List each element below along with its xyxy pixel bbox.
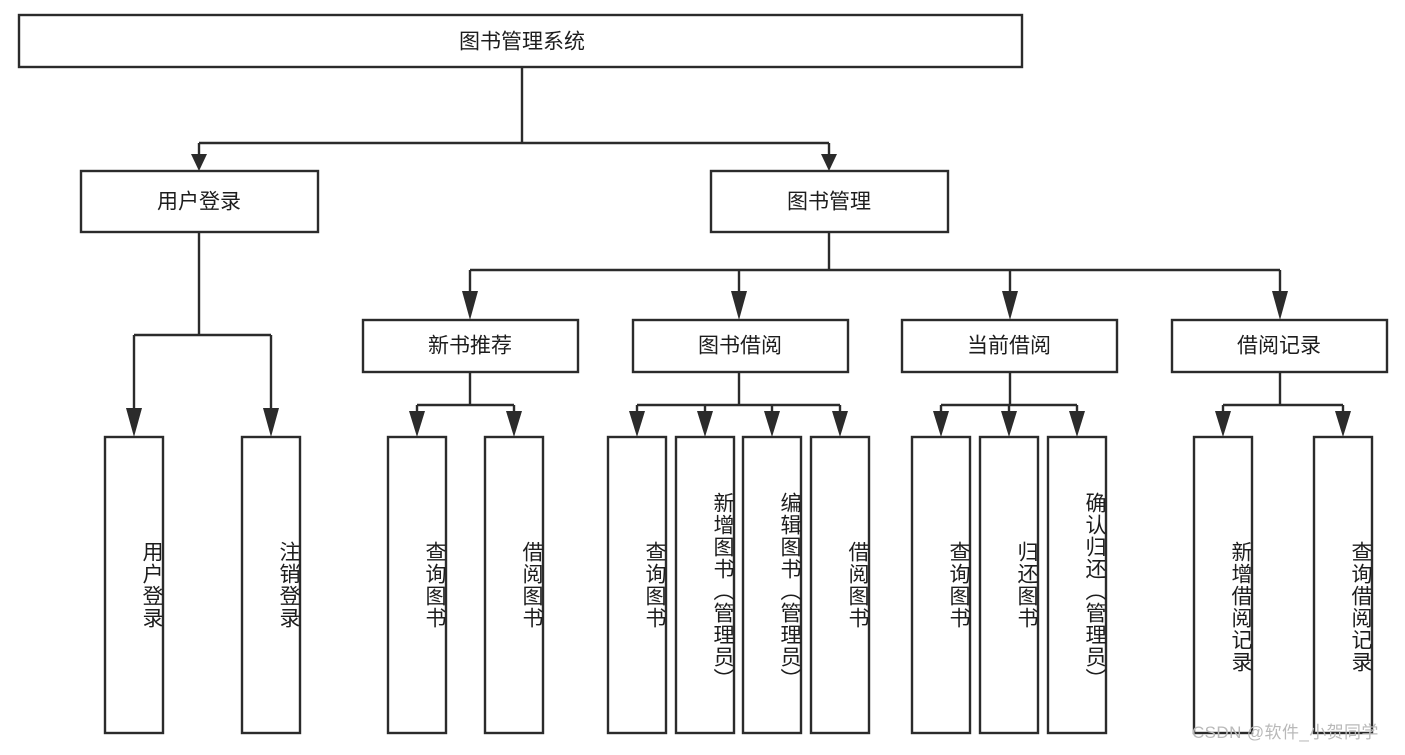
node-new-book-recommend-label: 新书推荐 [428, 335, 512, 358]
arrow-head-currentborrow-leaf-3 [1069, 411, 1085, 437]
arrow-head-currentborrow-leaf-1 [933, 411, 949, 437]
node-book-borrow[interactable] [631, 318, 850, 374]
node-leaf-query-book-current[interactable] [910, 435, 972, 735]
arrow-head-current-borrow [1002, 291, 1018, 320]
arrow-head-new-book-recommend [462, 291, 478, 320]
arrow-head-bookborrow-leaf-3 [764, 411, 780, 437]
arrow-head-leaf-logout [263, 408, 279, 437]
arrow-head-book-mgmt [821, 154, 837, 171]
node-book-borrow-label: 图书借阅 [698, 335, 782, 358]
node-root-label: 图书管理系统 [459, 31, 585, 54]
node-current-borrow-label: 当前借阅 [967, 335, 1051, 358]
node-leaf-return-book[interactable] [978, 435, 1040, 735]
node-user-login-label: 用户登录 [157, 191, 241, 214]
node-leaf-add-borrow-record[interactable] [1192, 435, 1254, 735]
node-user-login[interactable] [79, 169, 320, 234]
node-leaf-logout[interactable] [240, 435, 302, 735]
node-leaf-borrow-book-recommend[interactable] [483, 435, 545, 735]
node-leaf-query-borrow-record[interactable] [1312, 435, 1374, 735]
arrow-head-book-borrow [731, 291, 747, 320]
arrow-head-bookborrow-leaf-1 [629, 411, 645, 437]
arrow-head-user-login [191, 154, 207, 171]
arrow-head-borrow-record [1272, 291, 1288, 320]
arrow-head-borrowrecord-leaf-1 [1215, 411, 1231, 437]
node-book-management[interactable] [709, 169, 950, 234]
node-current-borrow[interactable] [900, 318, 1119, 374]
arrow-head-borrowrecord-leaf-2 [1335, 411, 1351, 437]
connector-layer [126, 67, 1351, 437]
arrow-head-leaf-user-login [126, 408, 142, 437]
node-leaf-borrow-book[interactable] [809, 435, 871, 735]
node-leaf-query-book-recommend[interactable] [386, 435, 448, 735]
node-new-book-recommend[interactable] [361, 318, 580, 374]
node-leaf-user-login[interactable] [103, 435, 165, 735]
arrow-head-bookborrow-leaf-4 [832, 411, 848, 437]
node-book-management-label: 图书管理 [787, 191, 871, 214]
node-leaf-query-book-borrow[interactable] [606, 435, 668, 735]
node-leaf-confirm-return-admin[interactable] [1046, 435, 1108, 735]
arrow-head-currentborrow-leaf-2 [1001, 411, 1017, 437]
node-borrow-record[interactable] [1170, 318, 1389, 374]
csdn-watermark: CSDN @软件_小贺同学 [1192, 723, 1379, 742]
node-root-book-management-system[interactable] [17, 13, 1024, 69]
arrow-head-newbook-leaf-2 [506, 411, 522, 437]
node-borrow-record-label: 借阅记录 [1237, 335, 1321, 358]
arrow-head-newbook-leaf-1 [409, 411, 425, 437]
node-leaf-edit-book-admin[interactable] [741, 435, 803, 735]
arrow-head-bookborrow-leaf-2 [697, 411, 713, 437]
node-layer: 图书管理系统 用户登录 图书管理 新书推荐 图书借阅 当前借阅 借阅记录 [17, 13, 1389, 735]
node-leaf-add-book-admin[interactable] [674, 435, 736, 735]
